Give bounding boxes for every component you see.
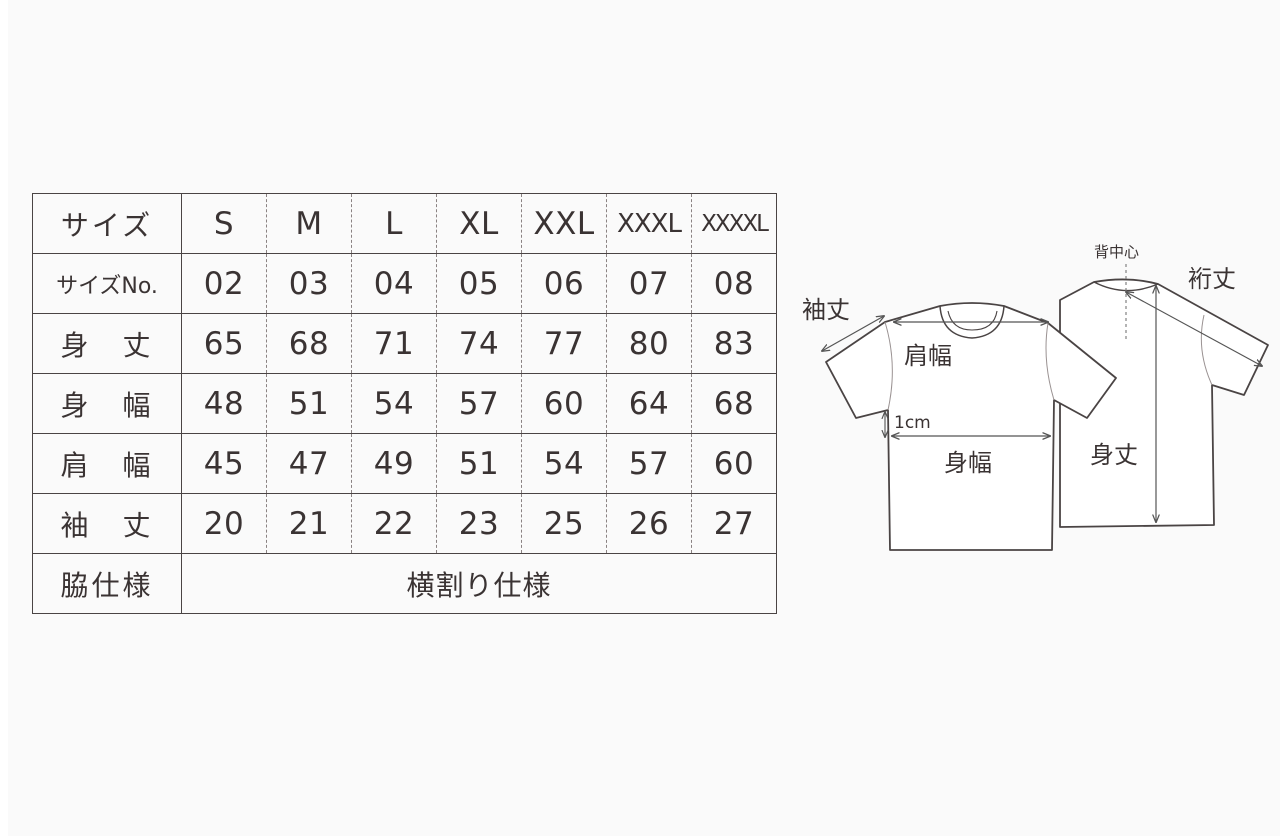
side-spec-row: 脇仕様 横割り仕様 xyxy=(32,553,777,614)
table-cell: 64 xyxy=(606,373,692,434)
size-s: S xyxy=(181,193,267,254)
row-label: 身 幅 xyxy=(32,373,182,434)
shoulder-width-row: 肩 幅 45 47 49 51 54 57 60 xyxy=(32,433,777,494)
table-cell: 27 xyxy=(691,493,777,554)
table-cell: 68 xyxy=(266,313,352,374)
table-cell: 71 xyxy=(351,313,437,374)
body-width-row: 身 幅 48 51 54 57 60 64 68 xyxy=(32,373,777,434)
row-label: サイズNo. xyxy=(32,253,182,314)
table-cell: 83 xyxy=(691,313,777,374)
table-cell: 77 xyxy=(521,313,607,374)
table-cell: 22 xyxy=(351,493,437,554)
body-width-label: 身幅 xyxy=(944,449,992,477)
table-cell: 80 xyxy=(606,313,692,374)
back-center-label: 背中心 xyxy=(1094,243,1139,261)
table-cell: 54 xyxy=(521,433,607,494)
side-spec-value: 横割り仕様 xyxy=(181,553,777,614)
row-label: 身 丈 xyxy=(32,313,182,374)
table-cell: 51 xyxy=(266,373,352,434)
table-cell: 04 xyxy=(351,253,437,314)
size-xxxxl: XXXXL xyxy=(691,193,777,254)
side-spec-label: 脇仕様 xyxy=(32,553,182,614)
size-xxxl: XXXL xyxy=(606,193,692,254)
row-label: 肩 幅 xyxy=(32,433,182,494)
table-cell: 08 xyxy=(691,253,777,314)
table-cell: 60 xyxy=(521,373,607,434)
table-cell: 05 xyxy=(436,253,522,314)
table-cell: 03 xyxy=(266,253,352,314)
size-m: M xyxy=(266,193,352,254)
size-table: サイズ S M L XL XXL XXXL XXXXL サイズNo. 02 03… xyxy=(32,193,777,614)
shoulder-width-label: 肩幅 xyxy=(904,342,952,370)
table-cell: 25 xyxy=(521,493,607,554)
size-xl: XL xyxy=(436,193,522,254)
table-cell: 48 xyxy=(181,373,267,434)
size-l: L xyxy=(351,193,437,254)
table-cell: 47 xyxy=(266,433,352,494)
table-cell: 49 xyxy=(351,433,437,494)
yuki-length-arrow xyxy=(1126,292,1262,366)
yuki-length-label: 裄丈 xyxy=(1188,265,1236,293)
table-cell: 74 xyxy=(436,313,522,374)
sleeve-length-arrow xyxy=(822,316,884,351)
table-cell: 06 xyxy=(521,253,607,314)
table-cell: 68 xyxy=(691,373,777,434)
table-cell: 45 xyxy=(181,433,267,494)
body-length-row: 身 丈 65 68 71 74 77 80 83 xyxy=(32,313,777,374)
table-cell: 21 xyxy=(266,493,352,554)
table-cell: 07 xyxy=(606,253,692,314)
sleeve-length-label: 袖丈 xyxy=(802,296,850,324)
table-cell: 65 xyxy=(181,313,267,374)
table-cell: 57 xyxy=(606,433,692,494)
body-length-label: 身丈 xyxy=(1090,441,1138,469)
table-cell: 51 xyxy=(436,433,522,494)
size-number-row: サイズNo. 02 03 04 05 06 07 08 xyxy=(32,253,777,314)
table-cell: 23 xyxy=(436,493,522,554)
hem-offset-label: 1cm xyxy=(894,413,931,433)
size-xxl: XXL xyxy=(521,193,607,254)
size-header-row: サイズ S M L XL XXL XXXL XXXXL xyxy=(32,193,777,254)
